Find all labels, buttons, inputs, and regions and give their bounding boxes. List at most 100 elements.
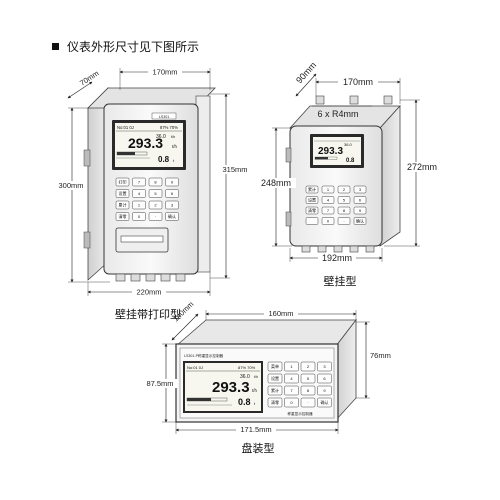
printer-model-key-13: [132, 212, 146, 221]
panel-model-key-label-10: 8: [307, 388, 310, 393]
printer-model-lcd-sub-value: 36.0: [156, 134, 166, 140]
printer-model-lcd-sub-unit: t/h: [171, 135, 175, 139]
wall-model-key-label-7: 6: [359, 197, 362, 202]
printer-model-key-label-12: 清零: [119, 213, 127, 219]
printer-model-key-label-8: 累计: [119, 202, 127, 208]
panel-model-key-3: [317, 361, 332, 372]
printer-model-key-1: [132, 177, 146, 187]
wall-model-right-height-label: 272mm: [407, 162, 437, 172]
printer-model-key-9: [132, 200, 146, 210]
panel-model-key-label-5: 4: [290, 376, 293, 381]
panel-model-key-label-13: 0: [290, 400, 293, 405]
wall-model-top-width-label: 170mm: [343, 77, 373, 87]
printer-model-drawing: LS301 No:01 0J 87% 70% 293.3 t/h 36.0 t/…: [55, 68, 251, 321]
panel-model-lcd-bottom-value: 0.8: [238, 397, 251, 407]
wall-model-key-0: [305, 185, 319, 194]
square-bullet-icon: [52, 43, 59, 50]
wall-model-key-label-8: 清零: [308, 207, 316, 213]
wall-model-lcd-screen: [313, 137, 361, 165]
wall-model-lcd-main-value: 293.3: [318, 146, 343, 157]
wall-model-key-7: [353, 196, 367, 204]
printer-model-key-label-11: 3: [171, 203, 174, 208]
page-heading: 仪表外形尺寸见下图所示: [52, 38, 199, 55]
printer-model-badge-text: LS301: [159, 115, 169, 119]
printer-model-bottom-width-label: 220mm: [136, 288, 161, 297]
panel-model-key-label-2: 2: [307, 364, 310, 369]
panel-model-key-9: [284, 385, 299, 396]
wall-model-key-label-4: 设置: [308, 196, 316, 202]
wall-model-key-12: [305, 217, 319, 225]
panel-model-lcd-bottom-unit: t: [254, 401, 256, 406]
printer-model-key-2: [148, 177, 163, 187]
panel-model-key-label-7: 6: [323, 376, 326, 381]
wall-model-key-5: [321, 196, 335, 204]
panel-model-lcd-main-value: 293.3: [212, 379, 250, 396]
panel-model-lcd-sub-value: 36.0: [240, 374, 250, 380]
panel-model-key-10: [300, 385, 316, 396]
wall-model-key-label-13: 0: [327, 218, 330, 223]
printer-model-key-label-5: 4: [138, 191, 141, 196]
printer-model-key-label-4: 设置: [119, 190, 127, 196]
panel-model-right-height-label: 76mm: [370, 351, 391, 360]
printer-model-key-label-9: 1: [138, 203, 141, 208]
panel-model-key-13: [284, 397, 299, 408]
wall-model-key-label-2: 2: [343, 187, 346, 192]
panel-model-key-label-15: 确认: [321, 399, 329, 405]
panel-model-key-4: [267, 373, 283, 384]
printer-model-key-label-0: 打印: [119, 179, 127, 185]
panel-model-lcd-top-left: No:01 0J: [187, 365, 203, 370]
panel-model-lcd-main-unit: t/h: [252, 388, 257, 393]
printer-model-key-4: [115, 189, 130, 198]
printer-model-key-5: [132, 189, 146, 198]
printer-model-latch-top: [83, 149, 91, 167]
panel-model-key-1: [284, 361, 299, 372]
panel-model-lcd-top-right: 87% 70%: [238, 365, 256, 370]
wall-model-key-1: [321, 185, 335, 194]
wall-model-depth-label: 90mm: [294, 60, 318, 85]
printer-model-key-7: [165, 189, 179, 198]
wall-model-key-13: [321, 217, 335, 225]
printer-model-lcd-screen: [115, 123, 183, 167]
printer-model-right-height-label: 315mm: [222, 165, 247, 174]
wall-model-key-2: [337, 185, 351, 194]
wall-model-key-6: [337, 196, 351, 204]
printer-model-lcd-main-unit: t/h: [172, 144, 177, 149]
wall-model-lcd-bottom-value: 0.8: [346, 158, 355, 164]
printer-model-key-3: [165, 177, 179, 187]
panel-model-key-label-3: 3: [323, 364, 326, 369]
printer-model-key-label-15: 确认: [168, 213, 176, 219]
panel-model-bottom-width-label: 171.5mm: [240, 425, 271, 434]
printer-model-key-0: [115, 177, 130, 187]
panel-model-key-0: [267, 361, 283, 372]
printer-model-key-label-13: 0: [138, 214, 141, 219]
panel-model-key-label-6: 5: [307, 376, 310, 381]
printer-model-key-label-6: 5: [154, 191, 157, 196]
printer-model-key-11: [165, 200, 179, 210]
printer-model-key-label-7: 6: [171, 191, 174, 196]
panel-model-key-label-9: 7: [290, 388, 293, 393]
panel-model-key-label-14: ·: [307, 400, 308, 405]
wall-model-caption: 壁挂型: [324, 274, 357, 288]
printer-model-paper-slot: [120, 235, 164, 243]
wall-model-cable-glands: [301, 245, 375, 253]
wall-model-key-label-10: 8: [343, 208, 346, 213]
panel-model-key-15: [317, 397, 332, 408]
wall-model-key-14: [337, 217, 351, 225]
panel-model-key-label-0: 菜单: [271, 363, 279, 369]
wall-model-key-8: [305, 206, 319, 215]
panel-model-title-label: LS301-P称重显示控制器: [184, 353, 224, 358]
wall-model-key-10: [337, 206, 351, 215]
printer-model-key-8: [115, 200, 130, 210]
wall-model-key-4: [305, 196, 319, 204]
panel-model-top-face: [174, 319, 357, 347]
panel-model-key-8: [267, 385, 283, 396]
printer-model-key-label-3: 9: [171, 180, 174, 185]
panel-model-key-label-8: 累计: [271, 387, 279, 393]
wall-model-side-face: [379, 104, 401, 247]
panel-model-key-7: [317, 373, 332, 384]
panel-model-lcd-sub-unit: t/h: [254, 375, 258, 379]
